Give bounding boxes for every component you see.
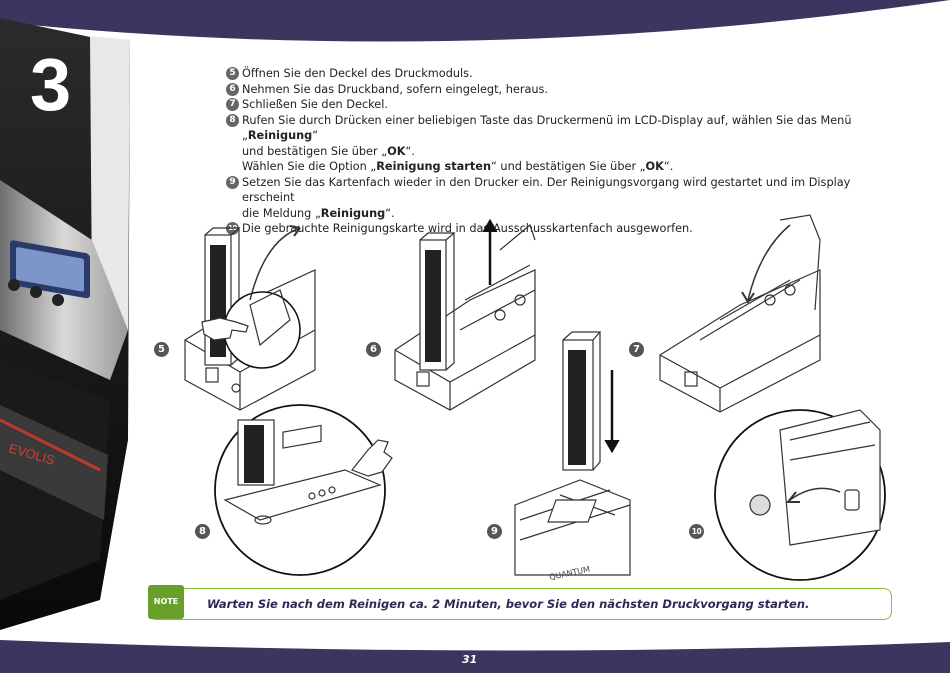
- step-text: Setzen Sie das Kartenfach wieder in den …: [242, 175, 851, 205]
- step-text: Wählen Sie die Option „: [242, 160, 377, 173]
- figure-label-8: 8: [195, 524, 210, 539]
- step-text-line: Nehmen Sie das Druckband, sofern eingele…: [242, 82, 896, 98]
- step-text-bold: OK: [645, 160, 664, 173]
- figure-label-7: 7: [629, 342, 644, 357]
- step-text-bold: Reinigung starten: [376, 160, 491, 173]
- step-number-badge: 9: [226, 175, 239, 189]
- step-text-bold: Reinigung: [320, 206, 386, 220]
- step-text: “.: [385, 206, 395, 220]
- step-number-badge: 5: [226, 67, 239, 80]
- note-icon: NOTE: [148, 585, 184, 619]
- step-text: Schließen Sie den Deckel.: [242, 98, 388, 111]
- note-box: NOTE Warten Sie nach dem Reinigen ca. 2 …: [148, 585, 892, 620]
- step-text-line: Schließen Sie den Deckel.: [242, 97, 896, 113]
- step-text: “.: [405, 144, 415, 158]
- step-text: Die gebrauchte Reinigungskarte wird in d…: [242, 222, 693, 235]
- step-text: “: [312, 129, 319, 142]
- printer-photo: EVOLIS: [0, 18, 130, 630]
- step-text-bold: Reinigung: [247, 129, 313, 142]
- step-number-badge: 6: [226, 82, 239, 96]
- step-text-line: Die gebrauchte Reinigungskarte wird in d…: [242, 221, 896, 237]
- figure-label-5: 5: [154, 342, 169, 357]
- figure-label-9: 9: [487, 524, 502, 539]
- step-text: “.: [663, 160, 674, 173]
- step-text-bold: OK: [387, 144, 406, 158]
- step-text-line: Öffnen Sie den Deckel des Druckmoduls.: [242, 66, 896, 82]
- step-text: Öffnen Sie den Deckel des Druckmoduls.: [242, 67, 473, 80]
- figure-label-10: 10: [689, 524, 704, 539]
- step-text-line: und bestätigen Sie über „OK“.: [242, 144, 896, 160]
- step-text: Rufen Sie durch Drücken einer beliebigen…: [242, 113, 852, 143]
- step-text-line: Wählen Sie die Option „Reinigung starten…: [242, 159, 896, 175]
- step-text: “ und bestätigen Sie über „: [490, 160, 646, 173]
- step-text-line: Rufen Sie durch Drücken einer beliebigen…: [242, 113, 896, 144]
- figure-label-6: 6: [366, 342, 381, 357]
- step-text: die Meldung „: [242, 206, 321, 220]
- chapter-number: 3: [30, 43, 72, 126]
- note-text: Warten Sie nach dem Reinigen ca. 2 Minut…: [207, 597, 810, 611]
- step-number-badge: 7: [226, 98, 239, 111]
- step-text-line: Setzen Sie das Kartenfach wieder in den …: [242, 175, 896, 206]
- step-text: und bestätigen Sie über „: [242, 144, 388, 158]
- step-text-line: die Meldung „Reinigung“.: [242, 206, 896, 222]
- step-text: Nehmen Sie das Druckband, sofern eingele…: [242, 82, 549, 96]
- step-number-badge: 8: [226, 113, 239, 127]
- step-number-badge: 10: [226, 222, 239, 235]
- page-number: 31: [462, 653, 478, 666]
